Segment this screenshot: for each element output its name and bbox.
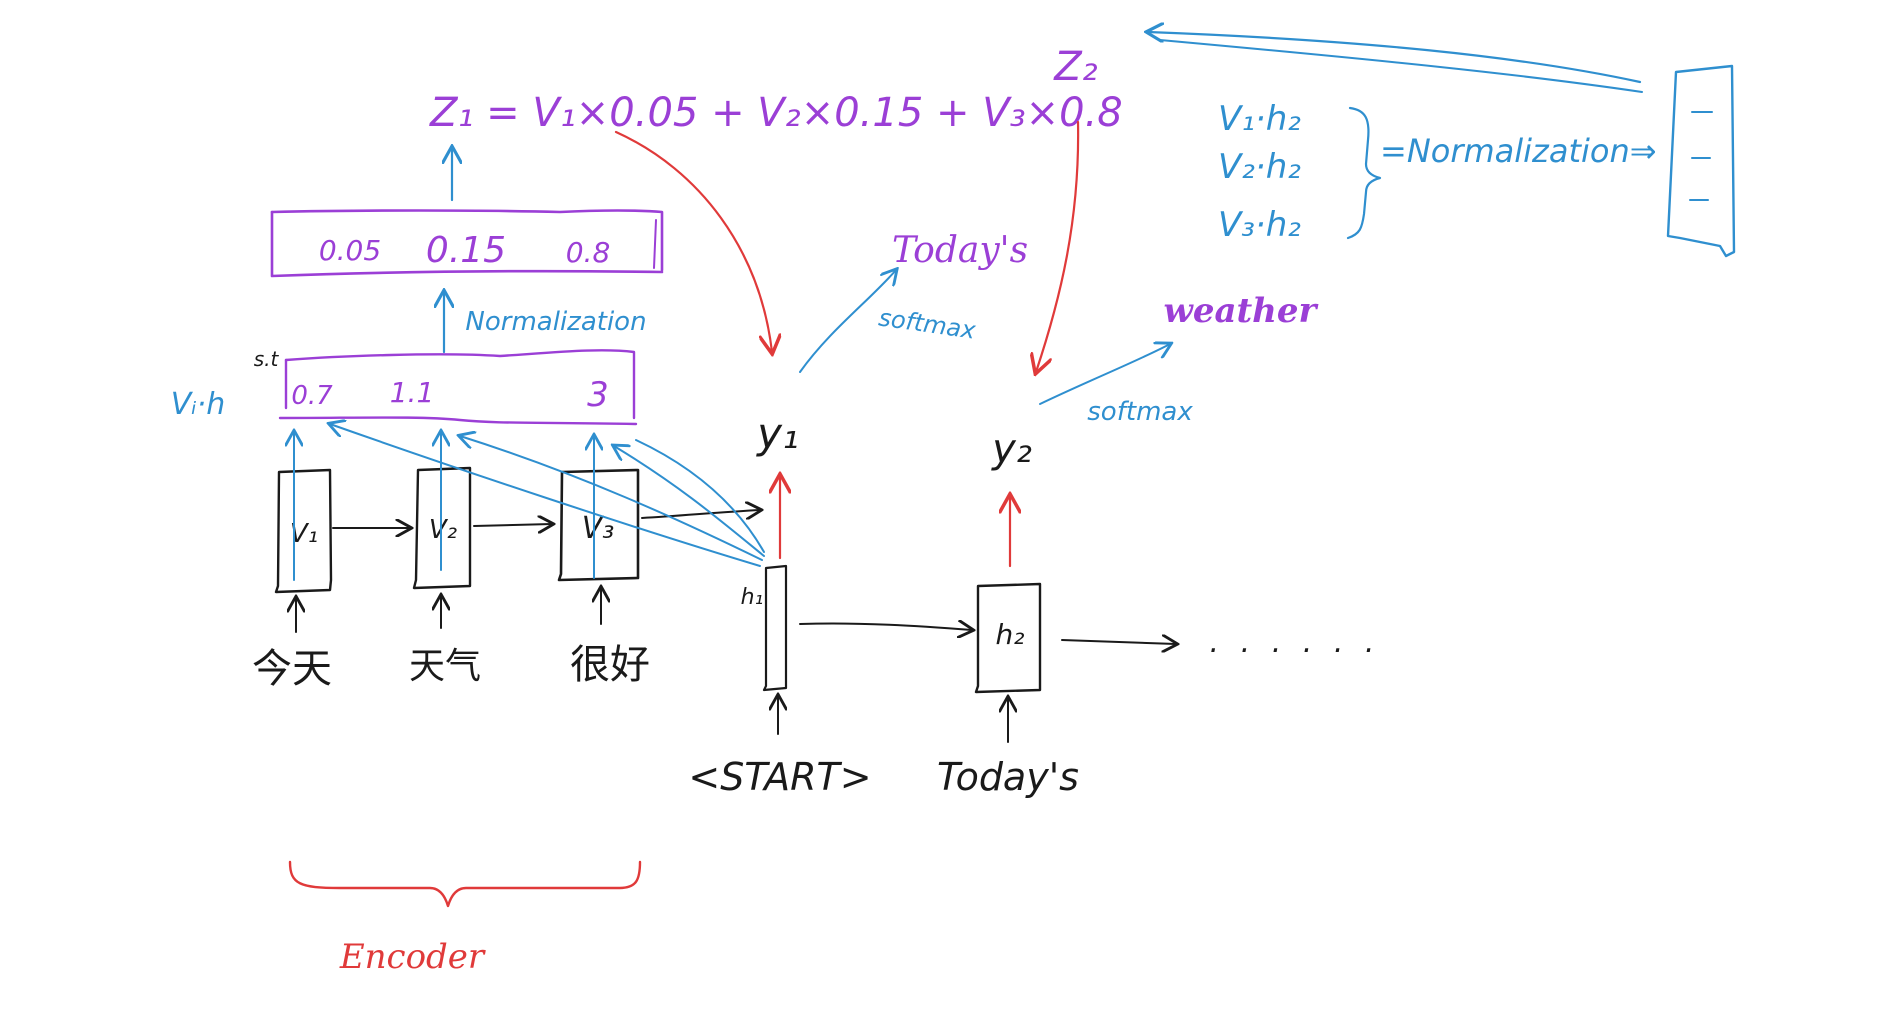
z2-label: Z₂ [1053, 44, 1097, 90]
softmax-arrow-2 [1039, 344, 1170, 405]
attention-weight-value: 0.15 [426, 230, 506, 271]
encoder-cell-v2: V₂ [412, 466, 472, 590]
decoder-input-start: <START> [688, 755, 871, 799]
weights-to-z2-arrow [1148, 32, 1642, 84]
z2-to-y2-arrow [1036, 120, 1080, 372]
softmax-label-2: softmax [1087, 397, 1193, 427]
encoder-cell-label: V₃ [582, 511, 615, 546]
decoder-output-y2: y₂ [991, 426, 1032, 472]
decoder-cell-h1: h₁ [741, 564, 788, 692]
attention-score-box: 0.7 1.1 3 [278, 349, 638, 426]
encoder-input-word: 今天 [252, 646, 332, 692]
attention-st-label: s.t [254, 347, 280, 371]
prediction-word-1: Today's [892, 230, 1028, 271]
step2-weight-vector [1666, 64, 1736, 258]
dot-product: V₁·h₂ [1218, 99, 1301, 139]
decoder-output-arrows [780, 476, 1010, 568]
decoder-cell-h2: h₂ [974, 582, 1042, 694]
attention-weight-value: 0.05 [319, 234, 381, 267]
decoder-cell-label: h₁ [741, 585, 764, 610]
attention-score-value: 3 [587, 375, 609, 415]
dot-product: V₂·h₂ [1218, 147, 1301, 187]
z1-formula: Z₁ = V₁×0.05 + V₂×0.15 + V₃×0.8 [429, 90, 1123, 136]
z1-to-y1-arrow [614, 130, 772, 352]
encoder-cell-v1: V₁ [274, 468, 333, 594]
encoder-cell-label: V₂ [429, 515, 457, 545]
encoder-cell-v3: V₃ [557, 468, 640, 582]
decoder-recurrent-arrows [799, 623, 1176, 644]
attention-score-value: 0.7 [291, 381, 333, 411]
softmax-label-1: softmax [877, 303, 978, 344]
normalization-label: Normalization [465, 307, 646, 337]
encoder-input-word: 天气 [409, 646, 481, 687]
softmax-arrow-1 [799, 270, 896, 373]
step2-normalization-label: =Normalization⇒ [1380, 132, 1657, 170]
decoder-input-arrows [778, 696, 1008, 743]
sequence-ellipsis: . . . . . . [1210, 625, 1381, 660]
encoder-input-arrows [296, 588, 601, 633]
decoder-cell-label: h₂ [996, 618, 1025, 651]
encoder-input-word: 很好 [570, 642, 650, 688]
encoder-recurrent-arrows [332, 510, 760, 528]
attention-score-value: 1.1 [390, 376, 435, 409]
prediction-word-2: weather [1164, 291, 1319, 331]
encoder-to-score-arrows [294, 432, 594, 581]
encoder-label: Encoder [339, 937, 486, 977]
decoder-output-y1: y₁ [755, 409, 799, 458]
h1-to-score-arrows [330, 424, 765, 567]
attention-weight-value: 0.8 [566, 236, 611, 269]
attention-weight-box: 0.05 0.15 0.8 [270, 209, 664, 278]
encoder-brace [288, 860, 642, 908]
dot-product-brace [1346, 106, 1382, 240]
decoder-input-word: Today's [937, 755, 1079, 799]
dot-product: V₃·h₂ [1218, 205, 1301, 245]
attention-score-label: Vᵢ·h [171, 387, 225, 422]
